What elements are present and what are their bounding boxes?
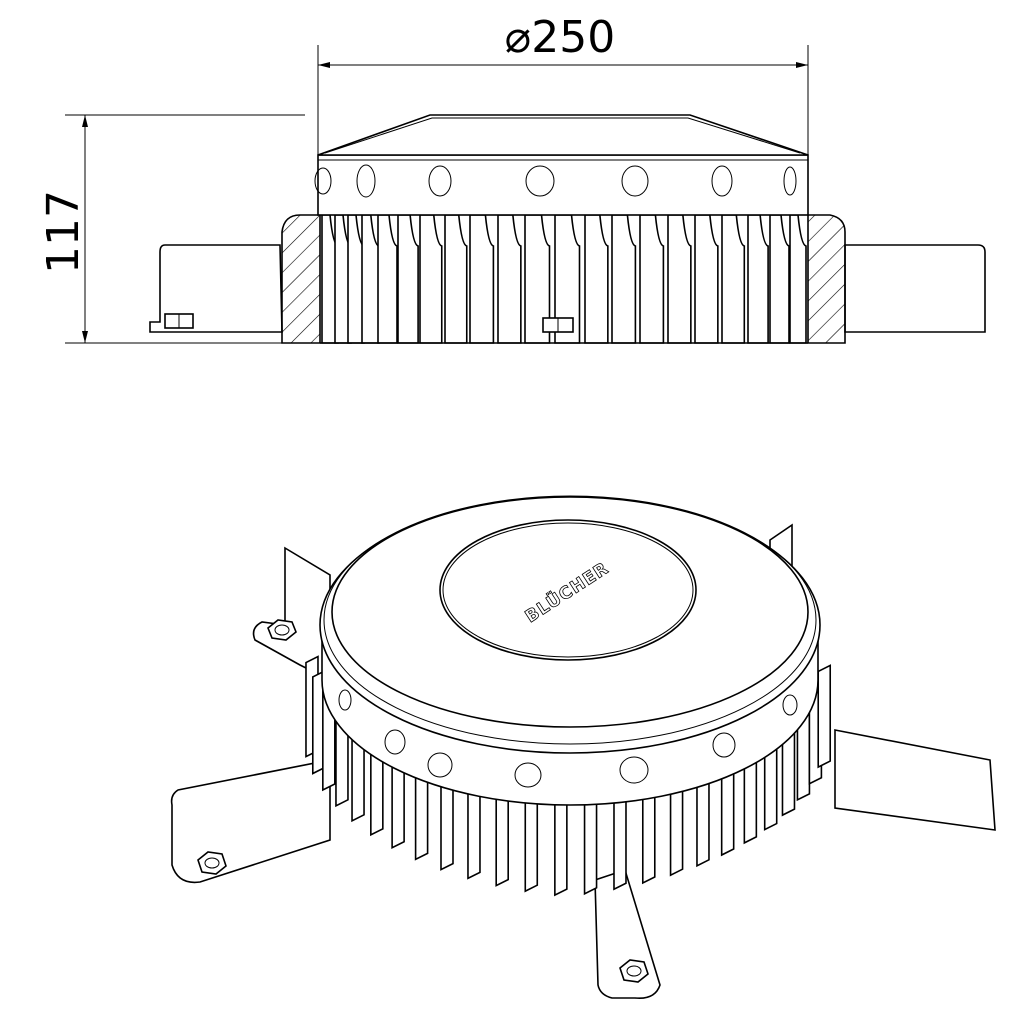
iso-band-holes (338, 689, 798, 788)
side-fins (321, 214, 807, 344)
side-fin (377, 214, 398, 344)
side-view: ⌀250 117 (38, 12, 986, 344)
band-hole (525, 165, 555, 197)
iso-band-hole (619, 756, 649, 784)
side-fin (694, 214, 719, 344)
bolt-front (619, 959, 649, 983)
side-fin (769, 214, 790, 344)
side-fin (721, 214, 746, 344)
iso-band-hole (782, 694, 798, 716)
side-fin (611, 214, 637, 344)
side-fin (419, 214, 443, 344)
lid-center-disc (439, 519, 697, 661)
iso-band-hole (514, 762, 542, 788)
side-fin (584, 214, 609, 344)
diameter-label: ⌀250 (505, 12, 615, 63)
center-bolt-side (542, 317, 574, 333)
band-holes (314, 164, 797, 198)
band-hole (711, 165, 733, 197)
left-flange (149, 244, 283, 333)
side-cap (317, 114, 809, 156)
band-hole (783, 166, 797, 196)
right-flange (844, 244, 986, 333)
side-fin (444, 214, 468, 344)
height-label: 117 (38, 190, 89, 274)
diameter-dimension: ⌀250 (317, 12, 809, 155)
left-section-hatch (281, 214, 321, 344)
arm-left (170, 759, 331, 884)
isometric-view: BLÜCHER (170, 495, 996, 1000)
iso-band-hole (384, 729, 406, 755)
band-hole (314, 167, 332, 195)
side-fin (789, 214, 807, 344)
height-dimension: 117 (38, 114, 305, 344)
bolt-back-left (267, 619, 297, 641)
iso-band-hole (712, 732, 736, 758)
side-fin (639, 214, 665, 344)
side-fin (361, 214, 380, 344)
band-hole (428, 165, 452, 197)
band-hole (621, 165, 649, 197)
iso-band-hole (338, 689, 352, 711)
side-fin (747, 214, 769, 344)
band-hole (356, 164, 376, 198)
side-fin (497, 214, 522, 344)
side-fin (397, 214, 419, 344)
iso-fin (817, 664, 832, 769)
bolt-left (197, 851, 227, 875)
right-section-hatch (807, 214, 846, 344)
iso-band-hole (427, 752, 453, 778)
arm-right (834, 729, 996, 831)
left-bolt-side (164, 313, 194, 329)
side-band (317, 154, 809, 216)
side-fin (667, 214, 692, 344)
side-fin (469, 214, 495, 344)
